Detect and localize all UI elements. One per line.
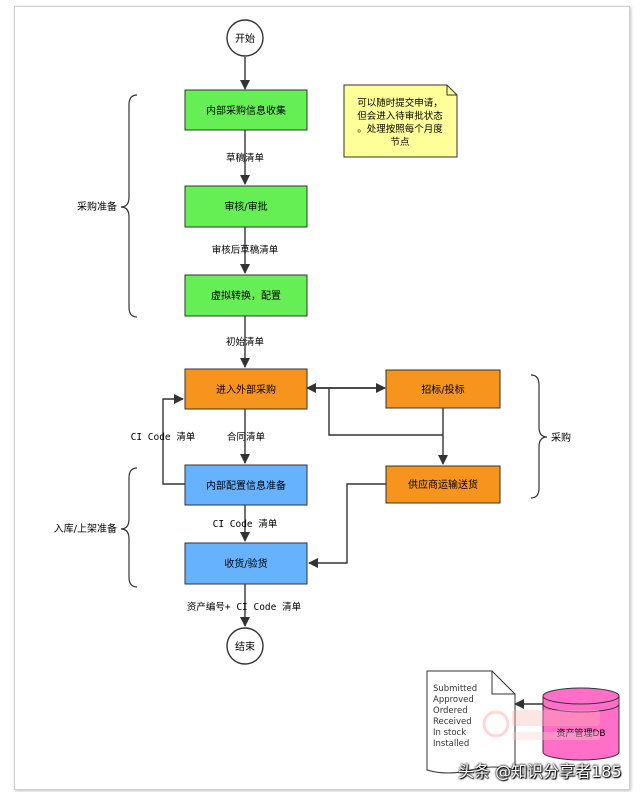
status-document-shape (426, 670, 516, 774)
doc-line-6: Installed (433, 739, 469, 749)
note-line-1: 可以随时提交申请， (357, 97, 443, 109)
virtual-label: 虚拟转换，配置 (211, 289, 281, 302)
config-label: 内部配置信息准备 (206, 479, 286, 492)
doc-line-2: Approved (433, 695, 474, 705)
doc-line-4: Received (433, 717, 472, 727)
start-label: 开始 (235, 32, 255, 45)
bracket-label-warehouse: 入库/上架准备 (54, 522, 117, 535)
collect-box[interactable] (184, 89, 308, 131)
edge-label-reviewed: 审核后草稿清单 (212, 244, 279, 256)
note-fold (446, 85, 457, 96)
note-line-4: 节点 (390, 137, 410, 148)
asset-db-label: 资产管理DB (556, 727, 605, 739)
virtual-box[interactable] (184, 274, 308, 317)
bidding-label: 招标/投标 (421, 383, 464, 396)
doc-line-5: In stock (433, 728, 466, 738)
review-label: 审核/审批 (224, 200, 267, 213)
edge-supplier-receive (308, 483, 386, 568)
note-line-2: 但会进入待审批状态 (357, 110, 443, 122)
bracket-label-purchase-prep: 采购准备 (77, 200, 117, 213)
asset-db-ring (542, 703, 620, 713)
external-box[interactable] (184, 368, 308, 410)
end-node[interactable] (226, 627, 264, 665)
supplier-box[interactable] (385, 465, 501, 504)
diagram-frame (14, 6, 630, 790)
edge-config-external (162, 394, 185, 485)
watermark-text: 头条 @知识分享者185 (458, 762, 622, 781)
status-document-fold (491, 671, 515, 695)
bidding-box[interactable] (385, 369, 501, 409)
edge-label-initial: 初始清单 (226, 336, 265, 348)
bracket-purchase (530, 374, 548, 499)
edge-label-contract: 合同清单 (227, 431, 266, 443)
config-box[interactable] (184, 464, 308, 506)
bracket-label-purchase: 采购 (551, 431, 571, 444)
start-node[interactable] (226, 19, 264, 57)
asset-db-body (542, 696, 620, 761)
edge-loop-external (328, 388, 443, 436)
supplier-label: 供应商运输送货 (408, 478, 478, 491)
logo-watermark-icon (482, 710, 600, 740)
asset-db-top (542, 687, 620, 705)
edge-label-asset-ci: 资产编号+ CI Code 清单 (187, 601, 302, 613)
receive-box[interactable] (184, 542, 308, 585)
doc-line-1: Submitted (433, 684, 477, 694)
bracket-warehouse (120, 467, 138, 588)
collect-label: 内部采购信息收集 (206, 104, 286, 117)
end-label: 结束 (235, 640, 255, 653)
edge-label-ci-left: CI Code 清单 (131, 431, 196, 443)
edge-label-ci-mid: CI Code 清单 (213, 518, 278, 530)
bracket-purchase-prep (120, 94, 138, 318)
note-line-3: 。处理按照每个月度 (357, 123, 443, 135)
receive-label: 收货/验货 (224, 557, 267, 570)
edge-label-draft: 草稿清单 (226, 152, 265, 164)
review-box[interactable] (184, 185, 308, 228)
doc-line-3: Ordered (433, 706, 468, 716)
external-label: 进入外部采购 (216, 383, 276, 396)
note-shape (343, 84, 458, 158)
